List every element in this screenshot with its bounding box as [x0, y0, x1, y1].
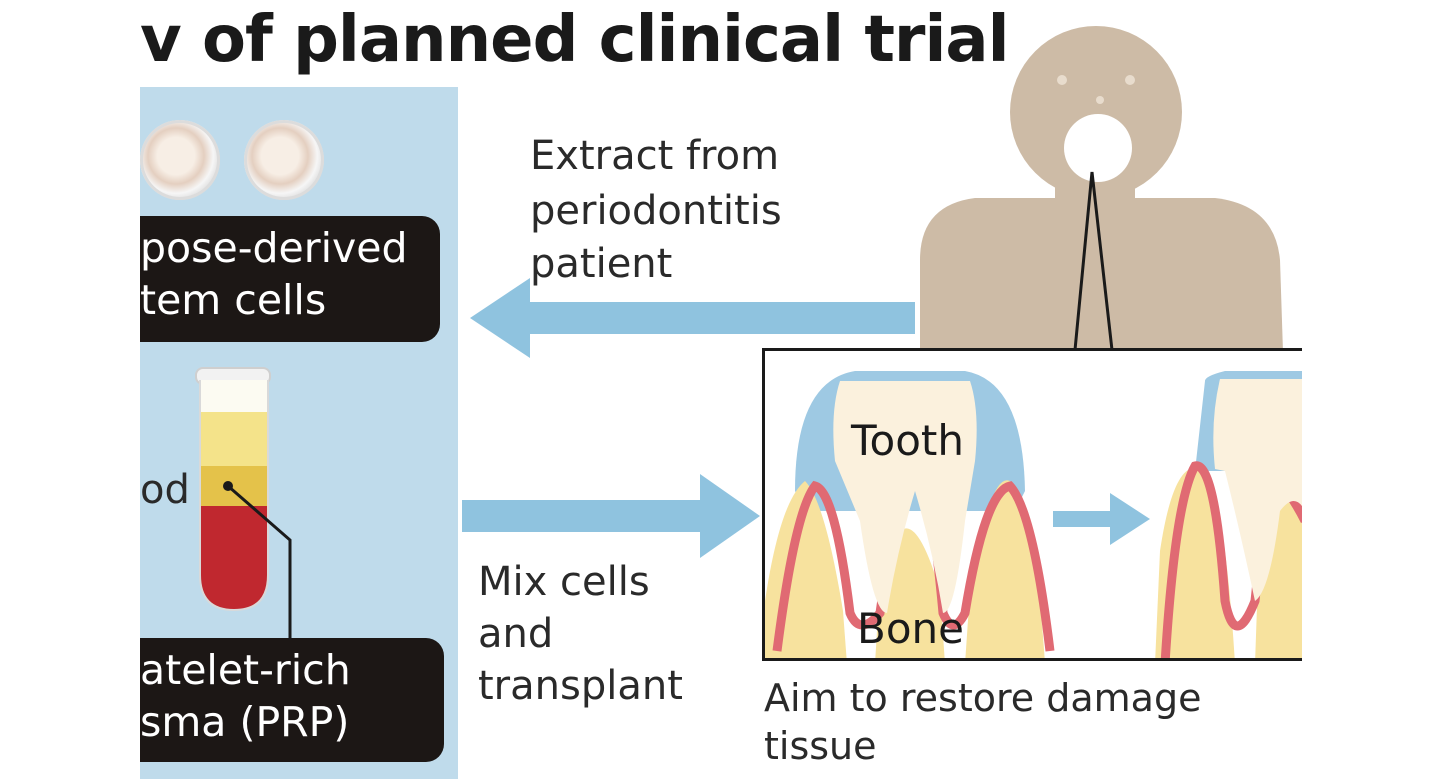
prp-label-line1: atelet-rich: [140, 646, 351, 694]
mix-caption-line3: transplant: [478, 663, 683, 709]
bone-label: Bone: [857, 604, 964, 653]
mix-caption-line2: and: [478, 611, 554, 657]
patient-silhouette: [920, 26, 1283, 352]
extract-caption-line3: patient: [530, 241, 673, 287]
teeth-illustration: [765, 371, 1302, 658]
teeth-inset: Tooth Bone: [762, 348, 1302, 661]
restore-arrow: [1053, 493, 1150, 545]
adipose-stem-cells-label: pose-derived tem cells: [140, 216, 440, 342]
stem-cell-icon: [244, 120, 324, 200]
transplant-arrow: [462, 474, 760, 558]
extract-arrow: [470, 278, 915, 358]
adipose-label-line2: tem cells: [140, 276, 327, 324]
extract-caption-line2: periodontitis: [530, 188, 782, 234]
restored-tooth-graphic: [1155, 371, 1302, 658]
tooth-label: Tooth: [851, 416, 964, 465]
aim-caption-line2: tissue: [764, 724, 877, 768]
diagram-title: v of planned clinical trial: [140, 3, 1010, 77]
blood-label: od: [140, 467, 190, 513]
prp-label: atelet-rich sma (PRP): [140, 638, 444, 762]
prp-pointer-line: [227, 484, 292, 640]
aim-caption-line1: Aim to restore damage: [764, 676, 1202, 720]
adipose-label-line1: pose-derived: [140, 224, 408, 272]
prp-label-line2: sma (PRP): [140, 698, 350, 746]
test-tube-icon: [195, 367, 271, 612]
stem-cell-icon: [140, 120, 220, 200]
damaged-tooth-graphic: [765, 371, 1055, 658]
extract-caption-line1: Extract from: [530, 133, 780, 179]
mix-caption-line1: Mix cells: [478, 559, 650, 605]
